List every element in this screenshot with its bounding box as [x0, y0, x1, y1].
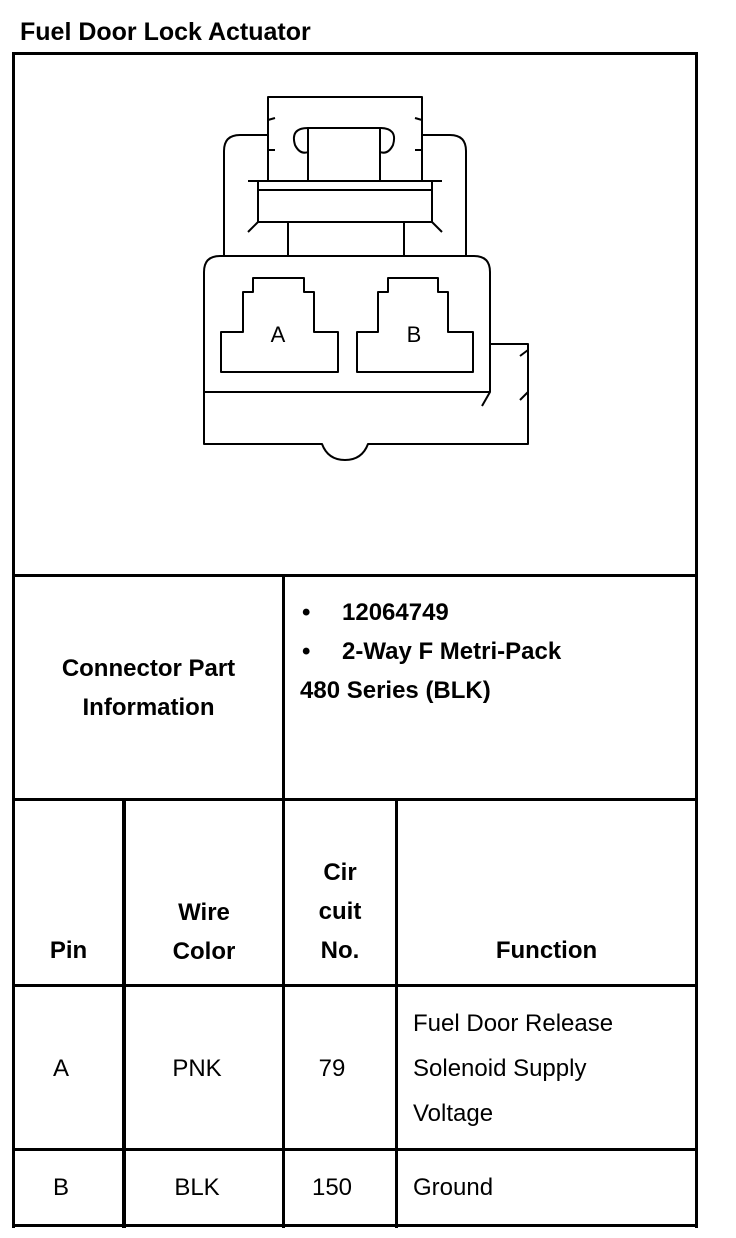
divider-col-wire: [282, 798, 285, 1228]
table-border-top: [12, 52, 698, 55]
pin-b-label: B: [407, 322, 422, 347]
connector-latch-body: [267, 96, 423, 182]
header-function: Function: [398, 931, 695, 970]
header-wire-line1: Wire: [178, 899, 230, 926]
row-function-line3: Voltage: [413, 1100, 494, 1127]
header-circuit-line2: cuit: [318, 898, 362, 925]
header-pin: Pin: [15, 931, 122, 970]
part-number: 12064749: [342, 599, 449, 626]
divider-row-a: [12, 1148, 698, 1151]
row-function: Fuel Door Release Solenoid Supply Voltag…: [413, 1001, 613, 1136]
divider-header: [12, 984, 698, 987]
row-circuit: 150: [311, 1174, 353, 1201]
header-pin-label: Pin: [49, 937, 88, 964]
table-border-left: [12, 52, 15, 1228]
divider-col-info: [282, 574, 285, 800]
connector-info-label-line1: Connector Part: [61, 654, 236, 682]
pin-a-cavity: [220, 277, 339, 373]
list-item: • 2-Way F Metri-Pack: [300, 632, 561, 671]
header-wire-color: Wire Color: [126, 893, 282, 971]
table-border-bottom: [12, 1224, 698, 1227]
pin-b-cavity: [356, 277, 474, 373]
table-border-right: [695, 52, 698, 1228]
row-function-line1: Fuel Door Release: [413, 1010, 614, 1037]
connector-upper-housing: [223, 134, 467, 256]
bullet-icon: •: [302, 638, 311, 665]
divider-diagram: [12, 574, 698, 577]
connector-lower-housing: [203, 255, 529, 461]
divider-col-pin: [122, 798, 126, 1228]
row-wire-color: PNK: [172, 1055, 222, 1082]
header-function-label: Function: [495, 937, 598, 964]
row-function: Ground: [413, 1165, 493, 1210]
row-function-line2: Solenoid Supply: [413, 1055, 587, 1082]
header-wire-line2: Color: [172, 938, 236, 965]
connector-info-label-line2: Information: [82, 693, 215, 721]
connector-info-label: Connector Part Information: [15, 577, 282, 798]
connector-lock-band: [257, 180, 433, 223]
row-pin: B: [52, 1174, 69, 1201]
pin-a-label: A: [271, 322, 286, 347]
connector-latch-tab: [307, 127, 381, 182]
page-title: Fuel Door Lock Actuator: [20, 18, 311, 46]
header-circuit: Cir cuit No.: [285, 853, 395, 970]
connector-diagram: A B: [203, 96, 529, 461]
connector-type: 2-Way F Metri-Pack: [342, 638, 562, 665]
header-circuit-line3: No.: [320, 937, 360, 964]
row-wire-color: BLK: [174, 1174, 220, 1201]
row-circuit: 79: [318, 1055, 346, 1082]
header-circuit-line1: Cir: [323, 859, 357, 886]
divider-col-circuit: [395, 798, 398, 1228]
list-item: • 12064749: [300, 593, 561, 632]
row-pin: A: [52, 1055, 69, 1082]
divider-connector-info: [12, 798, 698, 801]
connector-series: 480 Series (BLK): [300, 677, 491, 704]
connector-info-values: • 12064749 • 2-Way F Metri-Pack 480 Seri…: [300, 593, 561, 710]
bullet-icon: •: [302, 599, 311, 626]
row-function-line1: Ground: [413, 1174, 494, 1201]
